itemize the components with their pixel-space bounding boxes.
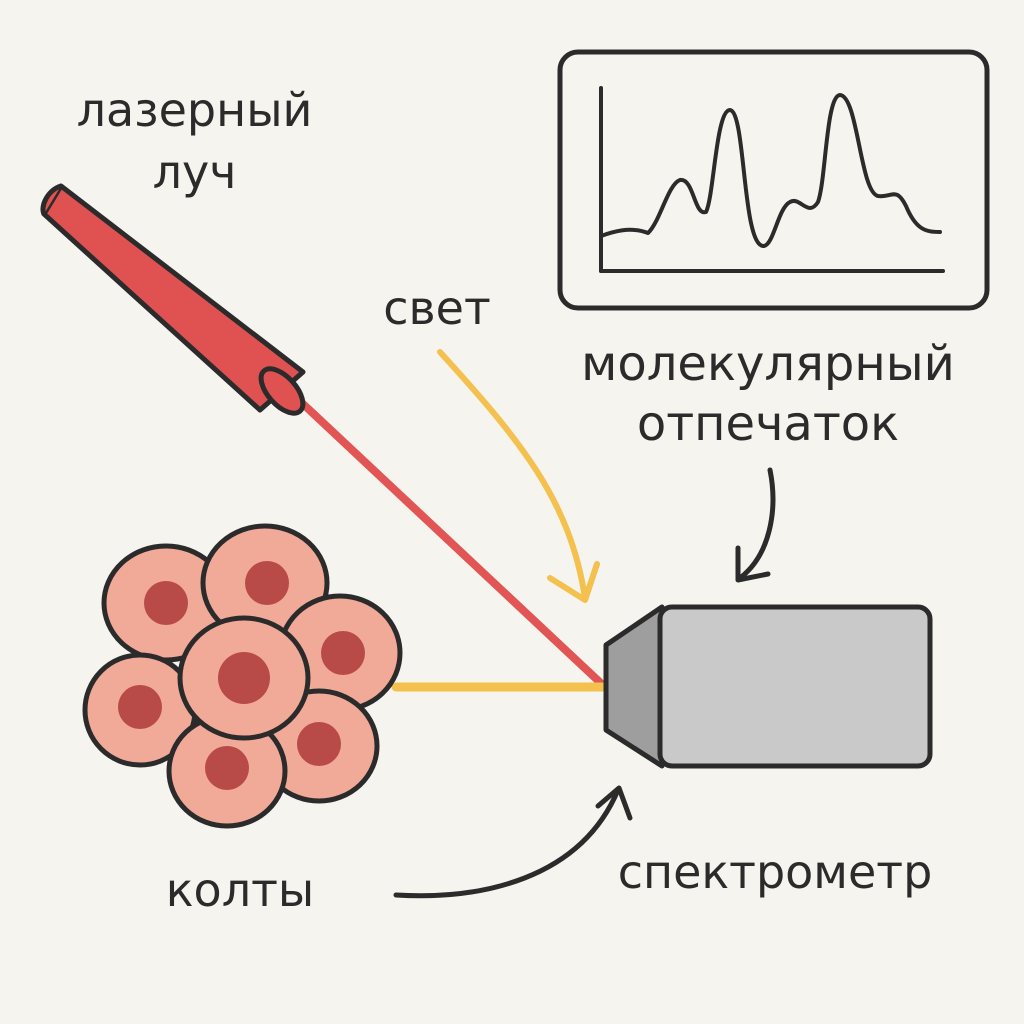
light-label: свет (383, 281, 491, 335)
laser-end-cap (40, 183, 62, 216)
cell-cluster (82, 523, 403, 829)
fingerprint-label-line2: отпечаток (636, 396, 900, 452)
light-arrow (437, 349, 600, 603)
light-arrow-head (547, 561, 600, 603)
cells-arrow-head (595, 785, 633, 821)
fingerprint-arrow (735, 467, 776, 583)
cell (82, 652, 198, 768)
laser-beam (282, 384, 610, 692)
light-arrow-shaft (437, 349, 588, 601)
spectrometer-body (657, 604, 933, 769)
fingerprint-label-line1: молекулярный (581, 336, 955, 392)
cells-label: колты (165, 863, 315, 917)
graph-frame (557, 49, 990, 311)
laser-label-line1: лазерный (76, 83, 313, 137)
laser-label-line2: луч (152, 145, 237, 199)
cells-arrow-shaft (393, 787, 621, 899)
spectrometer-label: спектрометр (617, 845, 933, 899)
laser-body (41, 183, 306, 413)
spectrometer-icon (603, 604, 933, 769)
spectrum-graph (557, 49, 990, 311)
spectrometer-nose (603, 604, 665, 769)
cell (177, 615, 311, 741)
fingerprint-arrow-head (735, 545, 771, 583)
laser-pointer-icon (40, 183, 306, 416)
fingerprint-arrow-shaft (737, 467, 776, 581)
cells-arrow (393, 785, 633, 899)
spectrum-curve (599, 93, 942, 248)
laser-tip (258, 366, 306, 416)
cell (166, 713, 288, 829)
